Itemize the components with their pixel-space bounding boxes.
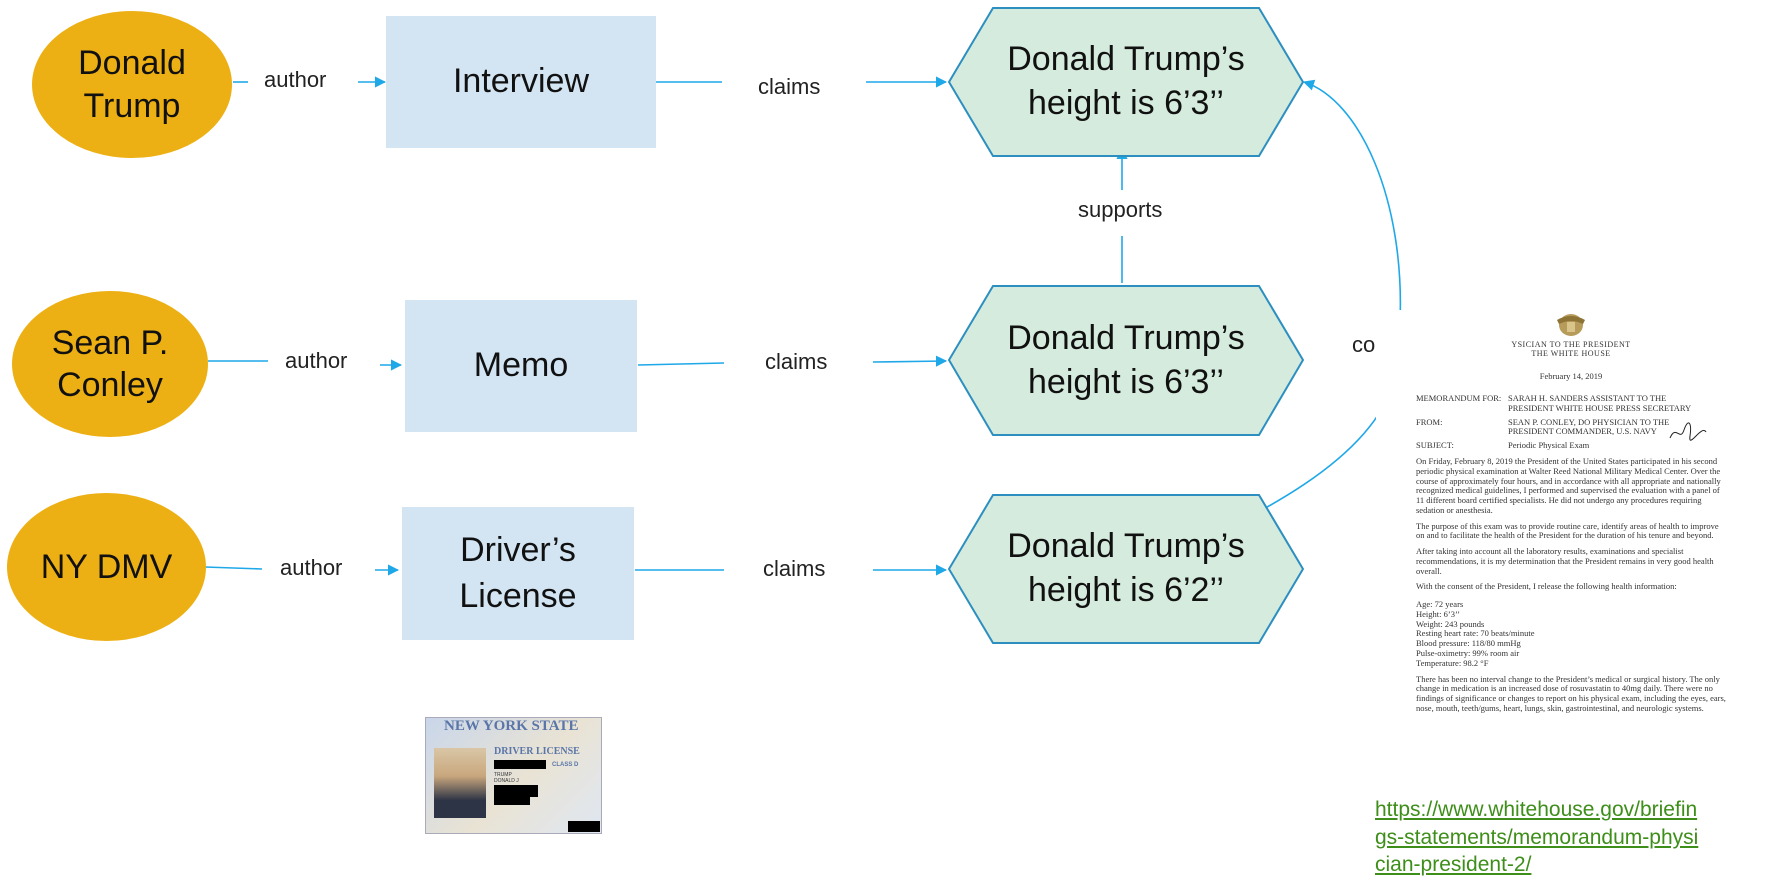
claim-node-1: Donald Trump’s height is 6’3’’ [948, 7, 1304, 157]
doc-node-interview: Interview [386, 16, 656, 148]
edge-label-supports: supports [1078, 197, 1163, 222]
memo-vital-item: Blood pressure: 118/80 mmHg [1416, 638, 1521, 649]
license-given-name: DONALD J [494, 778, 519, 784]
edge-label-claims: claims [763, 556, 826, 581]
license-surname: TRUMP [494, 772, 512, 778]
person-node-label: NY DMV [40, 547, 173, 586]
doc-node-label: Driver’s License [459, 530, 577, 615]
license-state: NEW YORK STATE [444, 718, 579, 734]
memo-for-label: MEMORANDUM FOR: [1416, 393, 1502, 404]
drivers-license-image: NEW YORK STATE DRIVER LICENSE CLASS D TR… [425, 717, 602, 834]
doc-node-label: Memo [473, 346, 569, 385]
edge-claims-2-a [637, 362, 725, 366]
claim-node-label: Donald Trump’s height is 6’3’’ [1007, 318, 1245, 401]
memo-paragraph: The purpose of this exam was to provide … [1416, 520, 1719, 541]
person-node-ny-dmv: NY DMV [7, 493, 206, 641]
memo-header-line2: THE WHITE HOUSE [1531, 349, 1611, 359]
hexagon-shape [948, 285, 1304, 436]
source-link[interactable]: https://www.whitehouse.gov/briefings-sta… [1375, 798, 1699, 877]
memo-subject-value: Periodic Physical Exam [1508, 440, 1590, 451]
doc-node-memo: Memo [405, 300, 637, 432]
memo-from-label: FROM: [1416, 416, 1443, 427]
claim-node-2: Donald Trump’s height is 6’3’’ [948, 285, 1304, 436]
claim-node-label: Donald Trump’s height is 6’2’’ [1007, 527, 1245, 609]
eagle-seal-icon [1553, 310, 1589, 340]
memo-paragraph: On Friday, February 8, 2019 the Presiden… [1416, 455, 1721, 515]
hexagon-shape [948, 7, 1304, 157]
memo-vital-item: Height: 6’3’’ [1416, 608, 1460, 619]
memo-from-value: SEAN P. CONLEY, DO PHYSICIAN TO THE PRES… [1508, 416, 1670, 437]
memo-vital-item: Resting heart rate: 70 beats/minute [1416, 628, 1535, 639]
person-node-donald-trump: Donald Trump [32, 11, 232, 158]
person-node-label: Donald Trump [78, 44, 186, 125]
edge-contradicts-b [1302, 79, 1402, 323]
license-type: DRIVER LICENSE [494, 746, 580, 757]
claim-node-label: Donald Trump’s height is 6’3’’ [1007, 40, 1245, 122]
memo-subject-label: SUBJECT: [1416, 440, 1454, 451]
memo-vital-item: Age: 72 years [1416, 599, 1464, 610]
memo-vitals-list: Age: 72 years Height: 6’3’’ Weight: 243 … [1416, 599, 1726, 668]
memo-vital-item: Pulse-oximetry: 99% room air [1416, 647, 1520, 658]
memo-document-image: YSICIAN TO THE PRESIDENT THE WHITE HOUSE… [1376, 310, 1766, 780]
edge-label-author: author [264, 67, 327, 92]
redaction-bar [494, 785, 538, 797]
redaction-bar [568, 821, 600, 832]
memo-paragraph: After taking into account all the labora… [1416, 546, 1714, 576]
redaction-bar [494, 797, 530, 805]
doc-node-drivers-license: Driver’s License [402, 507, 634, 640]
edge-author-3-a [204, 566, 263, 570]
memo-date: February 14, 2019 [1539, 371, 1603, 382]
edge-label-claims: claims [758, 74, 821, 99]
edge-label-author: author [285, 348, 348, 373]
edge-claims-2-b [872, 355, 948, 367]
license-class: CLASS D [552, 762, 579, 768]
edge-label-claims: claims [765, 349, 828, 374]
memo-paragraph: There has been no interval change to the… [1416, 673, 1726, 713]
memo-vital-item: Temperature: 98.2 °F [1416, 657, 1489, 668]
redaction-bar [494, 760, 546, 769]
claim-node-3: Donald Trump’s height is 6’2’’ [948, 494, 1304, 644]
doc-node-label: Interview [452, 62, 590, 101]
edge-label-author: author [280, 555, 343, 580]
license-photo [434, 748, 486, 818]
memo-for-value: SARAH H. SANDERS ASSISTANT TO THE PRESID… [1508, 393, 1692, 413]
person-node-label: Sean P. Conley [51, 323, 169, 405]
person-node-sean-conley: Sean P. Conley [12, 291, 208, 437]
memo-header-line1: YSICIAN TO THE PRESIDENT [1511, 340, 1631, 349]
hexagon-shape [948, 494, 1304, 644]
memo-paragraph: With the consent of the President, I rel… [1416, 581, 1677, 592]
memo-vital-item: Weight: 243 pounds [1416, 618, 1485, 629]
signature-icon [1669, 422, 1707, 441]
